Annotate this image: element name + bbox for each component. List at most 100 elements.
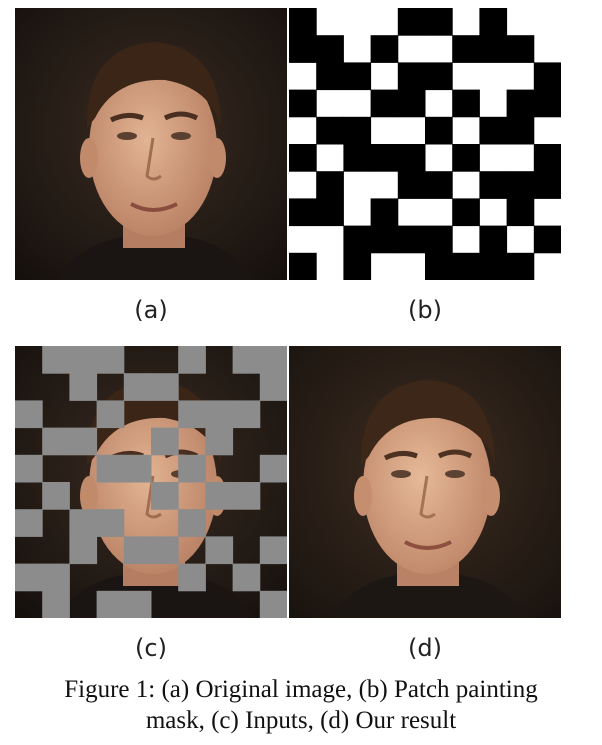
mask-cell	[533, 144, 561, 172]
mask-cell	[289, 252, 317, 280]
gray-patch	[151, 482, 179, 510]
face-photo-original	[15, 8, 287, 280]
mask-cell	[397, 62, 426, 91]
gray-patch	[151, 427, 179, 456]
mask-cell	[343, 62, 372, 91]
mask-cell	[370, 35, 399, 63]
mask-cell	[397, 225, 426, 254]
mask-cell	[506, 116, 535, 145]
mask-cell	[425, 252, 453, 280]
gray-patch	[96, 454, 125, 483]
gray-patch	[259, 454, 287, 483]
gray-patch	[259, 590, 287, 618]
mask-cell	[452, 35, 480, 63]
mask-cell	[533, 171, 561, 199]
patch-painting-mask	[289, 8, 561, 280]
gray-patch	[178, 400, 206, 429]
mask-cell	[479, 116, 508, 145]
gray-patch	[151, 536, 179, 565]
gray-patch	[15, 454, 43, 483]
mask-cell	[316, 171, 344, 199]
gray-patch	[205, 482, 234, 510]
mask-cell	[370, 198, 399, 227]
mask-cell	[397, 89, 426, 118]
gray-patch	[15, 563, 43, 592]
mask-cell	[425, 225, 453, 254]
gray-patch	[232, 400, 261, 429]
gray-patch	[42, 482, 70, 510]
mask-cell	[425, 171, 453, 199]
gray-patch	[42, 346, 70, 374]
mask-cell	[370, 89, 399, 118]
figure-caption-line-2: mask, (c) Inputs, (d) Our result	[145, 707, 457, 734]
mask-cell	[289, 8, 317, 36]
gray-patch	[42, 590, 70, 618]
gray-patch	[96, 400, 125, 429]
gray-patch	[178, 346, 206, 374]
mask-cell	[533, 89, 561, 118]
gray-patch	[42, 427, 70, 456]
mask-cell	[316, 198, 344, 227]
gray-patch	[96, 590, 125, 618]
mask-cell	[533, 62, 561, 91]
mask-cell	[425, 8, 453, 36]
mask-cell	[316, 35, 344, 63]
mask-grid	[289, 8, 561, 280]
mask-cell	[533, 225, 561, 254]
label-b: (b)	[408, 296, 442, 324]
mask-cell	[370, 225, 399, 254]
mask-cell	[452, 198, 480, 227]
gray-patch	[69, 373, 98, 401]
mask-cell	[397, 8, 426, 36]
original-image	[15, 8, 287, 280]
gray-patch-overlay	[15, 346, 287, 618]
mask-cell	[479, 35, 508, 63]
label-d: (d)	[408, 634, 442, 662]
face-photo-result	[289, 346, 561, 618]
gray-patch	[232, 346, 261, 374]
gray-patch	[123, 590, 152, 618]
mask-cell	[343, 144, 372, 172]
mask-cell	[452, 144, 480, 172]
gray-patch	[259, 536, 287, 565]
mask-cell	[479, 225, 508, 254]
gray-patch	[69, 427, 98, 456]
masked-input-image	[15, 346, 287, 618]
mask-cell	[370, 144, 399, 172]
gray-patch	[96, 346, 125, 374]
mask-cell	[289, 35, 317, 63]
mask-cell	[425, 116, 453, 145]
gray-patch	[15, 509, 43, 537]
gray-patch	[15, 400, 43, 429]
gray-patch	[232, 563, 261, 592]
figure-caption-line-1: Figure 1: (a) Original image, (b) Patch …	[64, 676, 538, 703]
gray-patch	[178, 563, 206, 592]
mask-cell	[343, 225, 372, 254]
mask-cell	[506, 252, 535, 280]
mask-cell	[289, 198, 317, 227]
mask-cell	[506, 198, 535, 227]
mask-cell	[397, 171, 426, 199]
mask-cell	[316, 62, 344, 91]
gray-patch	[96, 509, 125, 537]
mask-cell	[452, 252, 480, 280]
gray-patch	[178, 509, 206, 537]
gray-patch	[151, 373, 179, 401]
mask-cell	[289, 89, 317, 118]
gray-patch	[178, 454, 206, 483]
mask-cell	[506, 171, 535, 199]
mask-cell	[343, 116, 372, 145]
mask-cell	[479, 171, 508, 199]
mask-cell	[425, 62, 453, 91]
gray-patch	[205, 427, 234, 456]
mask-cell	[316, 116, 344, 145]
gray-patch	[205, 400, 234, 429]
mask-cell	[479, 252, 508, 280]
mask-cell	[343, 252, 372, 280]
mask-cell	[506, 35, 535, 63]
result-image	[289, 346, 561, 618]
gray-patch	[69, 346, 98, 374]
mask-cell	[479, 8, 508, 36]
mask-cell	[506, 89, 535, 118]
gray-patch	[259, 346, 287, 374]
